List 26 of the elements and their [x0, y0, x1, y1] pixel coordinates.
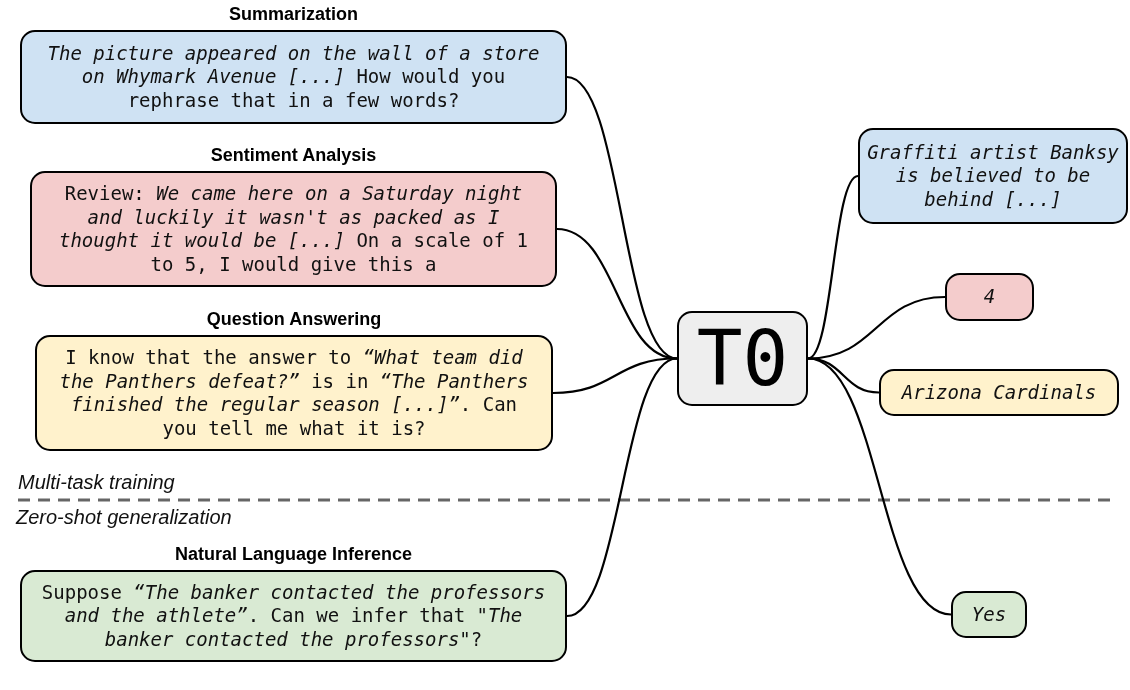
model-name: T0: [696, 320, 789, 397]
answer-text: Graffiti artist Banksy is believed to be behind [...]: [866, 140, 1120, 212]
task-heading: Natural Language Inference: [174, 544, 413, 566]
connector-line: [566, 357, 678, 618]
answer-card: [858, 128, 1128, 224]
connector-line: [807, 357, 880, 394]
answer-card: [879, 369, 1119, 416]
task-heading: Sentiment Analysis: [210, 145, 377, 167]
prompt-text: Suppose “The banker contacted the professors and the athlete”. Can we infer that "The banker contacted the professors"?: [40, 580, 547, 652]
connector-line: [807, 357, 952, 616]
prompt-text: Review: We came here on a Saturday night and luckily it wasn't as packed as I thought it would be [...] On a scale of 1 to 5, I would give this a: [58, 182, 529, 276]
section-label: Multi-task training: [18, 471, 175, 494]
connector-line: [807, 175, 859, 360]
connector-line: [552, 357, 678, 395]
answer-card: [951, 591, 1027, 638]
connector-line: [807, 295, 946, 360]
task-heading: Question Answering: [206, 309, 382, 331]
model-card: [677, 311, 808, 406]
answer-card: [945, 273, 1034, 321]
answer-text: 4: [983, 285, 996, 309]
answer-text: Yes: [971, 602, 1007, 627]
prompt-text: The picture appeared on the wall of a store on Whymark Avenue [...] How would you rephrase that in a few words?: [46, 41, 541, 113]
answer-text: Arizona Cardinals: [901, 380, 1097, 405]
prompt-text: I know that the answer to “What team did the Panthers defeat?” is in “The Panthers finished the regular season [...]”. Can you tell me what it is?: [58, 346, 530, 440]
section-label: Zero-shot generalization: [16, 506, 232, 529]
task-heading: Summarization: [229, 4, 358, 26]
